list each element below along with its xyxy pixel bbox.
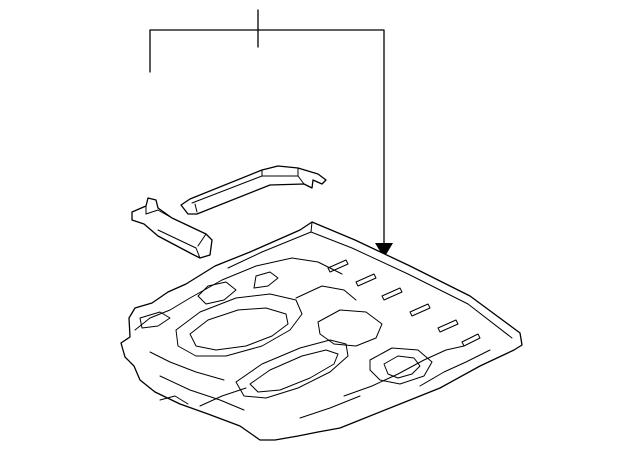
callout-leader <box>149 9 393 258</box>
callout-bracket <box>149 29 385 245</box>
floor-pan-wells <box>175 293 433 399</box>
floor-pan <box>120 221 523 441</box>
floor-pan-slots <box>327 259 481 347</box>
crossmember-lower <box>131 197 213 259</box>
callout-arrowhead <box>375 243 393 258</box>
crossmember-upper <box>180 165 327 215</box>
floor-pan-ribs <box>139 271 491 419</box>
